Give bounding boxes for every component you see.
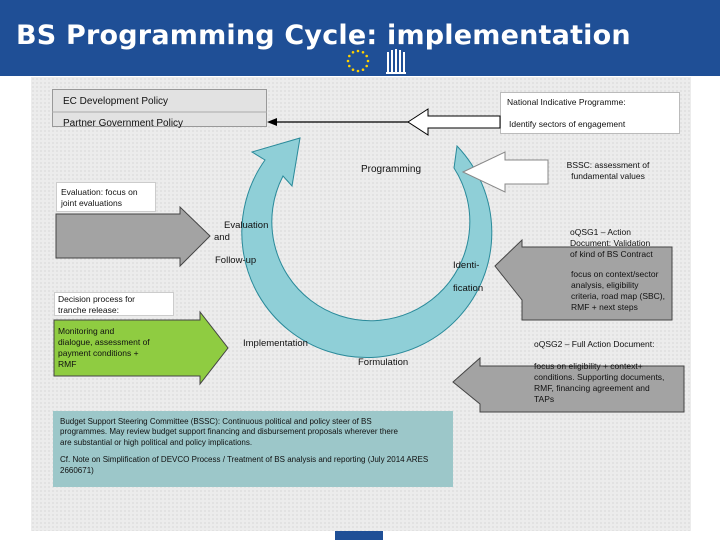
qsg1-text: oQSG1 – Action Document: Validation of k…	[570, 227, 653, 260]
eu-flag-icon	[335, 46, 381, 76]
white-arrow-left	[407, 108, 501, 136]
identify-sectors-label: Identify sectors of engagement	[509, 119, 626, 129]
label-formulation: Formulation	[358, 357, 409, 368]
cycle-arrow	[241, 137, 493, 358]
decision-box	[54, 292, 174, 316]
evaluation-note: Evaluation: focus on joint evaluations	[61, 187, 138, 209]
label-and: and	[214, 232, 230, 243]
label-follow-up: Follow-up	[215, 255, 257, 266]
monitoring-green-arrow	[53, 310, 229, 386]
decision-text: Decision process for tranche release:	[58, 294, 136, 316]
qsg2-grey-arrow	[452, 356, 685, 413]
partner-government-policy: Partner Government Policy	[63, 118, 184, 129]
label-programming: Programming	[361, 164, 422, 175]
evaluation-grey-arrow	[55, 205, 211, 268]
bssc-box-text: Budget Support Steering Committee (BSSC)…	[60, 417, 429, 475]
nip-label: National Indicative Programme:	[507, 97, 626, 107]
qsg1-grey-arrow	[494, 238, 673, 321]
label-fication: fication	[453, 283, 484, 294]
evaluation-note-box	[56, 182, 156, 212]
bssc-assessment-note: BSSC: assessment of fundamental values	[566, 160, 650, 182]
qsg2-title: oQSG2 – Full Action Document:	[534, 339, 655, 349]
slide-title: BS Programming Cycle: implementation	[16, 20, 631, 51]
monitoring-text: Monitoring and dialogue, assessment of p…	[58, 326, 150, 370]
label-evaluation: Evaluation	[224, 220, 269, 231]
policy-box	[52, 89, 267, 127]
label-implementation: Implementation	[243, 338, 308, 349]
qsg2-focus-text: focus on eligibility + context+ conditio…	[534, 361, 665, 405]
ec-development-policy: EC Development Policy	[63, 96, 169, 107]
qsg1-focus-text: focus on context/sector analysis, eligib…	[571, 269, 665, 313]
bssc-callout-arrow	[461, 151, 549, 193]
ec-building-icon	[384, 46, 408, 76]
footer-strip	[335, 531, 383, 540]
label-identi: Identi-	[453, 260, 480, 271]
nip-box	[500, 92, 680, 134]
bssc-box	[53, 411, 453, 487]
